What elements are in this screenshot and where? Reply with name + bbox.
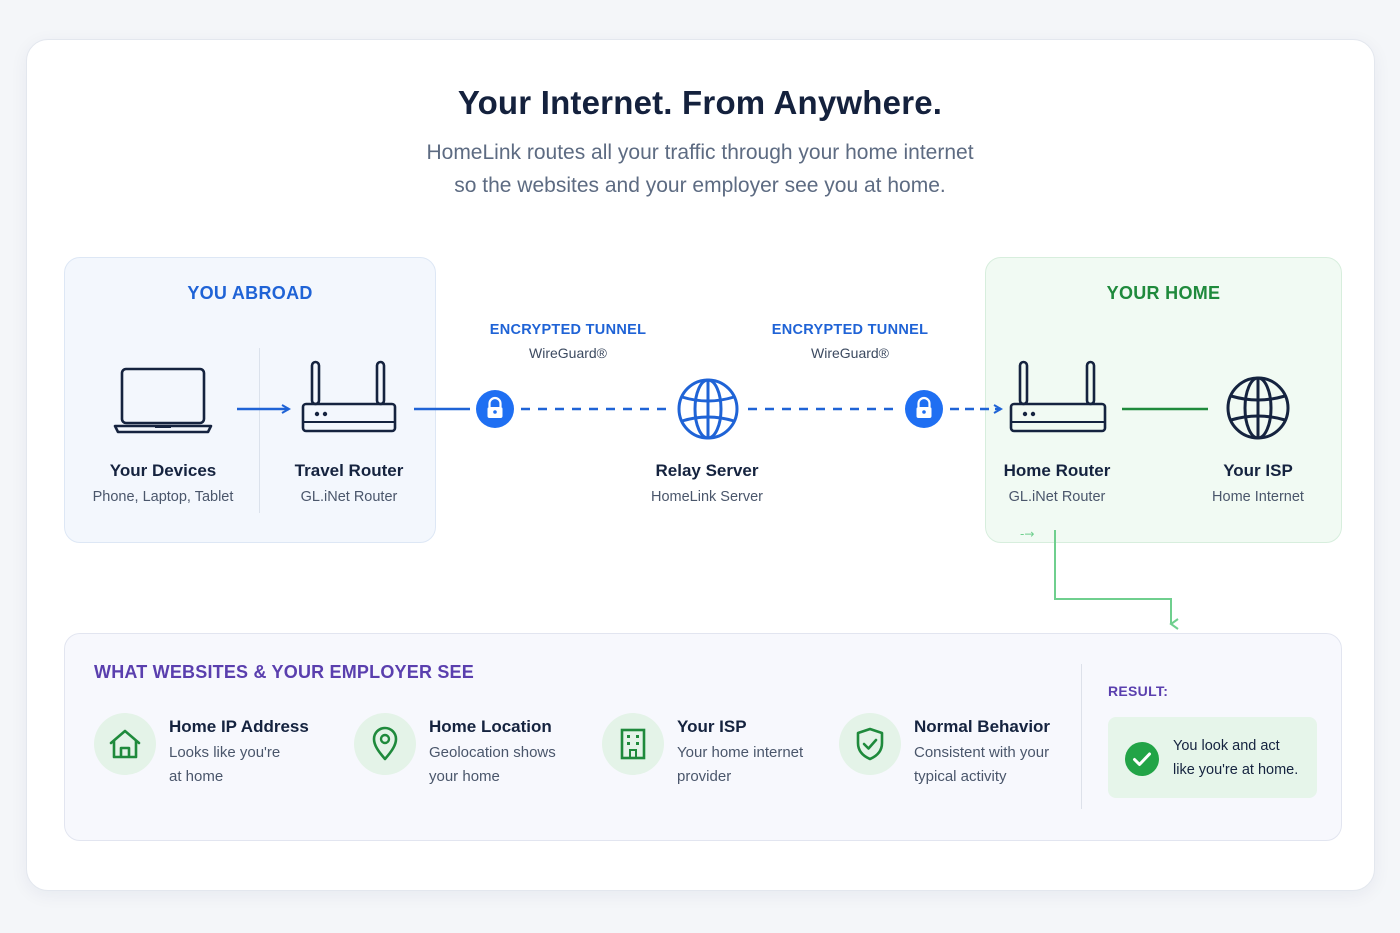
lock-icon: [476, 390, 514, 428]
check-circle-icon: [1125, 742, 1159, 776]
result-label: RESULT:: [1108, 683, 1169, 699]
feature-icon-bg: [94, 713, 156, 775]
relay-label: Relay Server: [655, 461, 759, 480]
globe-icon: [677, 378, 739, 440]
tunnel-1-sub: WireGuard®: [529, 345, 607, 361]
feature-title: Normal Behavior: [914, 717, 1051, 736]
isp-sub: Home Internet: [1212, 489, 1304, 505]
feature-icon-bg: [602, 713, 664, 775]
building-icon: [620, 728, 646, 760]
devices-sub: Phone, Laptop, Tablet: [92, 489, 234, 505]
svg-text:-→: -→: [1020, 527, 1034, 541]
home-router-label: Home Router: [1003, 461, 1111, 480]
home-panel: [985, 257, 1342, 543]
router-icon: [301, 360, 397, 433]
feature-desc: Consistent with your typical activity: [914, 744, 1050, 785]
router-icon: [1009, 360, 1107, 433]
home-to-result-connector: [1054, 530, 1179, 630]
page-title: Your Internet. From Anywhere.: [457, 84, 943, 121]
home-panel-title: YOUR HOME: [1106, 283, 1221, 303]
feature-title: Home IP Address: [169, 717, 309, 736]
house-icon: [109, 729, 141, 759]
globe-icon: [1226, 376, 1290, 440]
result-text: You look and act like you're at home.: [1173, 738, 1299, 778]
isp-label: Your ISP: [1223, 461, 1293, 480]
laptop-icon: [113, 367, 213, 434]
feature-desc: Looks like you're at home: [169, 744, 281, 785]
page-subtitle-line1: HomeLink routes all your traffic through…: [426, 141, 974, 164]
abroad-divider: [259, 348, 260, 513]
shield-check-icon: [856, 727, 884, 761]
page-subtitle-line2: so the websites and your employer see yo…: [454, 174, 946, 197]
location-pin-icon: [372, 726, 398, 761]
feature-title: Your ISP: [677, 717, 747, 736]
tunnel-2-sub: WireGuard®: [811, 345, 889, 361]
feature-desc: Your home internet provider: [677, 744, 804, 785]
travel-router-sub: GL.iNet Router: [300, 489, 398, 505]
relay-sub: HomeLink Server: [650, 489, 763, 505]
feature-title: Home Location: [429, 717, 552, 736]
lock-icon: [905, 390, 943, 428]
tunnel-1-title: ENCRYPTED TUNNEL: [489, 322, 647, 338]
what-they-see-title: WHAT WEBSITES & YOUR EMPLOYER SEE: [94, 662, 474, 682]
travel-router-label: Travel Router: [294, 461, 404, 480]
abroad-panel: [64, 257, 436, 543]
devices-label: Your Devices: [109, 461, 217, 480]
abroad-panel-title: YOU ABROAD: [187, 283, 313, 303]
feature-icon-bg: [354, 713, 416, 775]
tunnel-2-title: ENCRYPTED TUNNEL: [771, 322, 929, 338]
home-router-sub: GL.iNet Router: [1008, 489, 1106, 505]
feature-icon-bg: [839, 713, 901, 775]
feature-desc: Geolocation shows your home: [429, 744, 556, 785]
result-divider: [1081, 664, 1082, 809]
